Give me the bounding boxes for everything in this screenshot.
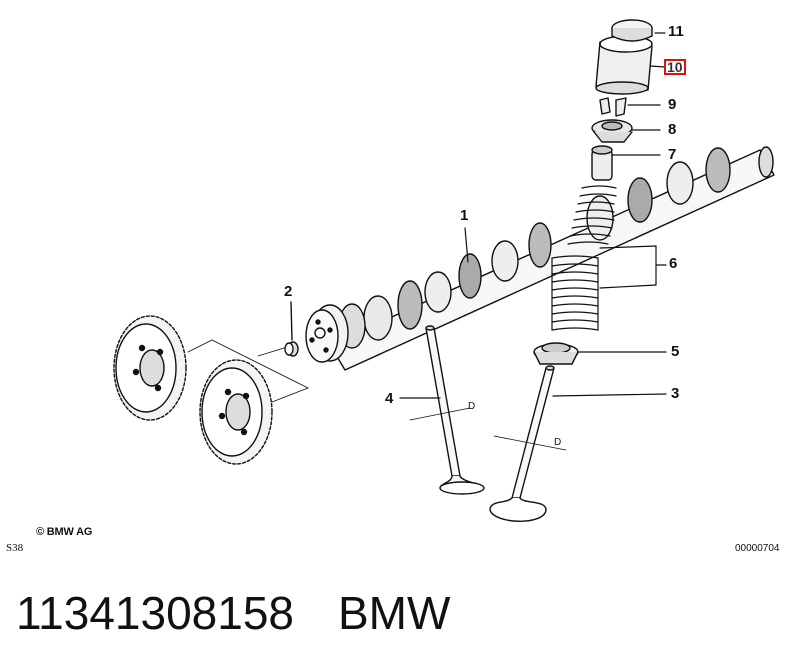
adjusting-shim — [611, 19, 653, 42]
callout-8: 8 — [668, 121, 677, 138]
assembly-guide-lines — [187, 339, 309, 403]
exploded-parts-diagram — [113, 19, 775, 522]
part-number: 11341308158 — [16, 587, 294, 639]
tappet-bucket — [595, 35, 653, 95]
callout-10-highlighted[interactable]: 10 — [664, 59, 686, 75]
valve-stem-seal — [591, 145, 613, 181]
dimension-label-right: D — [554, 437, 562, 448]
callout-11: 11 — [668, 23, 684, 40]
spring-retainer — [591, 119, 633, 143]
spring-seat — [533, 342, 579, 365]
sprocket-front — [113, 315, 187, 421]
model-code: S38 — [6, 542, 24, 554]
valve-keepers — [599, 97, 627, 117]
copyright-notice: © BMW AG — [36, 526, 93, 538]
dowel-pin — [284, 301, 299, 357]
valve-right — [489, 365, 567, 522]
sprocket-rear — [199, 359, 273, 465]
callout-3: 3 — [671, 385, 680, 402]
callout-7: 7 — [668, 146, 677, 163]
dimension-label-left: D — [468, 401, 476, 412]
callout-1: 1 — [460, 207, 469, 224]
callout-2: 2 — [284, 283, 293, 300]
valve-springs — [551, 185, 617, 331]
drawing-number: 00000704 — [735, 543, 780, 554]
callout-6: 6 — [669, 255, 678, 272]
callout-5: 5 — [671, 343, 680, 360]
callout-4: 4 — [385, 390, 394, 407]
valve-left — [409, 325, 485, 495]
leader-lines — [399, 32, 667, 399]
brand-name: BMW — [338, 587, 451, 639]
camshaft-flange — [305, 304, 349, 363]
callout-9: 9 — [668, 96, 677, 113]
part-caption: 11341308158 BMW — [16, 585, 494, 641]
